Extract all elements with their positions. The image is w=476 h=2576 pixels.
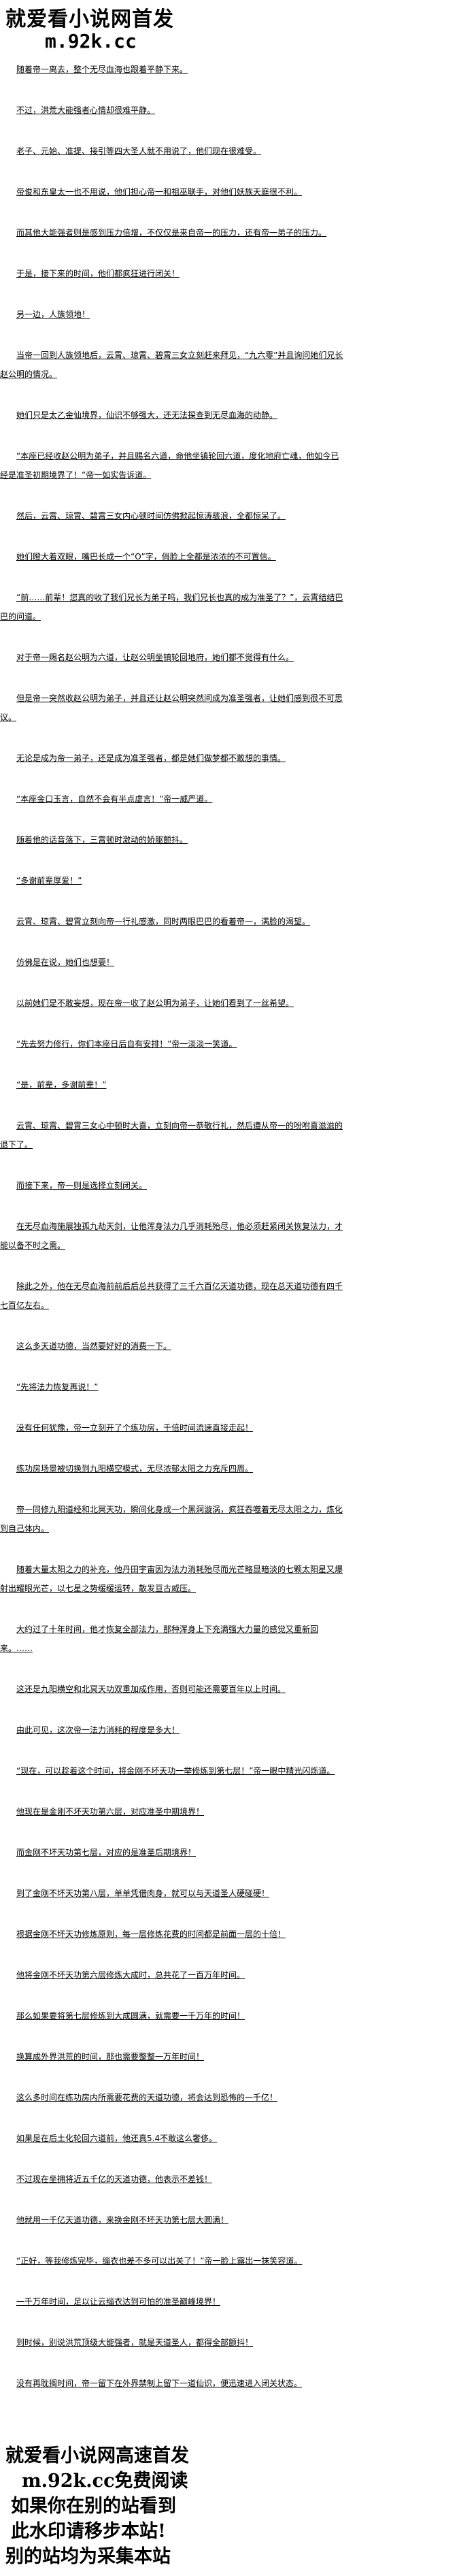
chapter-paragraph: “现在，可以趁着这个时间，将金刚不坏天功一举修炼到第七层！”帝一眼中精光闪烁道。 xyxy=(16,1766,335,1776)
chapter-paragraph: 云霄、琼霄、碧霄三女心中顿时大喜，立刻向帝一恭敬行礼，然后遵从帝一的吩咐喜滋滋的… xyxy=(0,1121,343,1150)
chapter-paragraph: 云霄、琼霄、碧霄立刻向帝一行礼感激，同时两眼巴巴的看着帝一，满脸的渴望。 xyxy=(16,917,311,926)
chapter-paragraph: 随着他的话音落下，三霄顿时激动的娇躯颤抖。 xyxy=(16,835,188,845)
chapter-paragraph: 如果是在后土化轮回六道前，他还真5.4不敢这么奢侈。 xyxy=(16,2134,218,2143)
chapter-paragraph: 由此可见，这次帝一法力消耗的程度是多大！ xyxy=(16,1725,180,1735)
chapter-paragraph: 对于帝一赐名赵公明为六道，让赵公明坐镇轮回地府，她们都不觉得有什么。 xyxy=(16,653,294,662)
chapter-paragraph: 一千万年时间，足以让云缁衣达到可怕的准圣巅峰境界！ xyxy=(16,2297,221,2306)
chapter-paragraph: 他将金刚不坏天功第六层修炼大成时，总共花了一百万年时间。 xyxy=(16,1970,245,1980)
chapter-paragraph: 没有任何犹豫，帝一立刻开了个练功房，千倍时间流速直接走起！ xyxy=(16,1423,254,1433)
chapter-paragraph: 那么如果要将第七层修炼到大成圆满，就需要一千万年的时间！ xyxy=(16,2011,245,2021)
chapter-paragraph: 随着帝一离去，整个无尽血海也跟着平静下来。 xyxy=(16,65,188,74)
footer-line: 如果你在别的站看到 xyxy=(11,2496,176,2517)
chapter-paragraph: “前……前辈！您真的收了我们兄长为弟子吗，我们兄长也真的成为准圣了？”，云霄结结… xyxy=(0,593,343,621)
chapter-paragraph: “本座金口玉言，自然不会有半点虚言！”帝一威严道。 xyxy=(16,794,213,804)
chapter-paragraph: 到时候，别说洪荒顶级大能强者，就是天道圣人，都得全部颤抖！ xyxy=(16,2338,254,2347)
chapter-paragraph: 不过，洪荒大能强者心情却很难平静。 xyxy=(16,105,156,115)
chapter-paragraph: 以前她们是不敢妄想，现在帝一收了赵公明为弟子，让她们看到了一丝希望。 xyxy=(16,998,294,1008)
chapter-paragraph: 她们只是太乙金仙境界，仙识不够强大，还无法探查到无尽血海的动静。 xyxy=(16,410,278,420)
chapter-paragraph: 当帝一回到人族领地后，云霄、琼霄、碧霄三女立刻赶来拜见，“九六零”并且询问她们兄… xyxy=(0,350,343,379)
footer-line: m.92k.cc免费阅读 xyxy=(22,2471,188,2492)
footer-watermark: 就爱看小说网高速首发 m.92k.cc免费阅读 如果你在别的站看到 此水印请移步… xyxy=(5,2443,189,2569)
chapter-paragraph: 无论是成为帝一弟子，还是成为准圣强者，都是她们做梦都不敢想的事情。 xyxy=(16,753,286,763)
chapter-paragraph: 在无尽血海施展独孤九劫天剑，让他浑身法力几乎消耗殆尽，他必须赶紧闭关恢复法力，才… xyxy=(0,1222,343,1250)
chapter-paragraph: 然后，云霄、琼霄、碧霄三女内心顿时间仿佛掀起惊涛骇浪，全都惊呆了。 xyxy=(16,511,286,521)
chapter-paragraph: “先去努力修行，你们本座日后自有安排！”帝一淡淡一笑道。 xyxy=(16,1039,237,1049)
chapter-paragraph: 另一边，人族领地！ xyxy=(16,310,90,319)
site-domain-watermark: m.92k.cc xyxy=(45,30,137,52)
chapter-paragraph: “先将法力恢复再说！” xyxy=(16,1382,99,1392)
footer-line: 此水印请移步本站! xyxy=(11,2521,166,2542)
page-header: 就爱看小说网首发 m.92k.cc xyxy=(0,0,476,60)
chapter-paragraph: 除此之外，他在无尽血海前前后后总共获得了三千六百亿天道功德，现在总天道功德有四千… xyxy=(0,1282,343,1310)
chapter-paragraph: 帝一同修九阳道经和北冥天功，瞬间化身成一个黑洞漩涡，疯狂吞噬着无尽太阳之力，炼化… xyxy=(0,1505,343,1533)
chapter-paragraph: “是，前辈，多谢前辈！” xyxy=(16,1080,107,1090)
chapter-paragraph: 帝俊和东皇太一也不用说，他们担心帝一和祖巫联手，对他们妖族天庭很不利。 xyxy=(16,187,303,197)
chapter-paragraph: 没有再耽搁时间，帝一留下在外界禁制上留下一道仙识，便迅速进入闭关状态。 xyxy=(16,2379,303,2388)
footer-line: 就爱看小说网高速首发 xyxy=(5,2445,189,2466)
chapter-paragraph: “本座已经收赵公明为弟子，并且赐名六道，命他坐镇轮回六道，度化地府亡魂，他如今已… xyxy=(0,451,339,480)
chapter-paragraph: 这么多天道功德，当然要好好的消费一下。 xyxy=(16,1341,172,1351)
chapter-paragraph: 而金刚不坏天功第七层，对应的是准圣后期境界！ xyxy=(16,1848,197,1857)
chapter-body: 随着帝一离去，整个无尽血海也跟着平静下来。不过，洪荒大能强者心情却很难平静。老子… xyxy=(0,60,343,2393)
chapter-paragraph: 而接下来，帝一则是选择立刻闭关。 xyxy=(16,1181,148,1190)
chapter-paragraph: 但是帝一突然收赵公明为弟子，并且还让赵公明突然间成为准圣强者，让她们感到很不可思… xyxy=(0,694,343,722)
chapter-paragraph: 不过现在坐拥将近五千亿的天道功德，他表示不差钱！ xyxy=(16,2174,213,2184)
chapter-paragraph: 随着大量太阳之力的补充，他丹田宇宙因为法力消耗殆尽而光芒略显暗淡的七颗太阳星又爆… xyxy=(0,1565,343,1593)
chapter-paragraph: 大约过了十年时间，他才恢复全部法力，那种浑身上下充满强大力量的感觉又重新回来。…… xyxy=(0,1625,319,1653)
site-title-watermark: 就爱看小说网首发 xyxy=(5,7,174,31)
chapter-paragraph: 而其他大能强者则是感到压力倍增，不仅仅是来自帝一的压力，还有帝一弟子的压力。 xyxy=(16,228,327,238)
chapter-paragraph: 根据金刚不坏天功修炼原则，每一层修炼花费的时间都是前面一层的十倍！ xyxy=(16,1929,286,1939)
chapter-paragraph: “正好，等我修炼完毕，缁衣也差不多可以出关了！”帝一脸上露出一抹笑容道。 xyxy=(16,2256,303,2266)
chapter-paragraph: 他现在是金刚不坏天功第六层，对应准圣中期境界！ xyxy=(16,1807,205,1816)
chapter-paragraph: 老子、元始、准提、接引等四大圣人就不用说了，他们现在很难受。 xyxy=(16,146,262,156)
chapter-paragraph: 于是，接下来的时间，他们都疯狂进行闭关！ xyxy=(16,269,180,278)
chapter-paragraph: “多谢前辈厚爱！” xyxy=(16,876,82,885)
chapter-paragraph: 到了金刚不坏天功第八层，单单凭借肉身，就可以与天道圣人硬碰硬！ xyxy=(16,1889,270,1898)
chapter-paragraph: 他就用一千亿天道功德，来换金刚不坏天功第七层大圆满！ xyxy=(16,2215,229,2225)
chapter-paragraph: 练功房场景被切换到九阳横空模式，无尽浓郁太阳之力充斥四周。 xyxy=(16,1464,254,1473)
chapter-paragraph: 换算成外界洪荒的时间，那也需要整整一万年时间！ xyxy=(16,2052,205,2061)
chapter-paragraph: 仿佛是在说，她们也想要！ xyxy=(16,958,115,967)
footer-line: 别的站均为采集本站 xyxy=(5,2546,171,2567)
chapter-paragraph: 这么多时间在练功房内所需要花费的天道功德，将会达到恐怖的一千亿！ xyxy=(16,2093,278,2102)
chapter-paragraph: 她们瞪大着双眼，嘴巴长成一个“O”字，俏脸上全都是浓浓的不可置信。 xyxy=(16,552,276,561)
chapter-paragraph: 这还是九阳横空和北冥天功双重加成作用，否则可能还需要百年以上时间。 xyxy=(16,1684,286,1694)
